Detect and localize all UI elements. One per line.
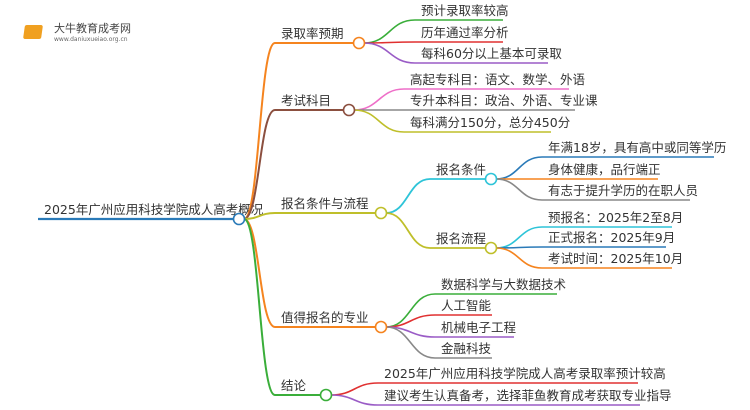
branch-1-node [352, 36, 366, 50]
branch-3-sub-1-leaf-1: 年满18岁，具有高中或同等学历 [548, 140, 726, 155]
branch-4-leaf-2: 人工智能 [441, 298, 492, 313]
branch-5-connector [243, 218, 276, 396]
branch-1: 录取率预期 [281, 26, 344, 41]
branch-2-leaf-3: 每科满分150分，总分450分 [410, 115, 570, 130]
branch-1-leaf-3-connector [363, 42, 416, 64]
branch-3-sub-1-leaf-3: 有志于提升学历的在职人员 [548, 183, 698, 198]
branch-2-leaf-3-connector [353, 109, 405, 133]
branch-4-leaf-1-connector [385, 293, 436, 328]
branch-3-sub-2-connector [385, 212, 431, 249]
branch-2-leaf-2: 专升本科目：政治、外语、专业课 [410, 93, 598, 108]
branch-4-leaf-4-connector [385, 326, 436, 359]
logo-title: 大牛教育成考网 [54, 22, 131, 35]
branch-4-node [374, 320, 388, 334]
branch-1-leaf-3: 每科60分以上基本可录取 [421, 46, 562, 61]
branch-3-sub-2-leaf-3: 考试时间：2025年10月 [548, 251, 683, 266]
branch-3-sub-2-node [484, 241, 498, 255]
branch-2-leaf-1-connector [353, 88, 405, 111]
branch-4-leaf-4: 金融科技 [441, 341, 492, 356]
branch-3-sub-1-leaf-1-connector [495, 156, 543, 180]
branch-3-sub-1-leaf-2: 身体健康，品行端正 [548, 162, 661, 177]
branch-3-sub-1: 报名条件 [436, 162, 486, 177]
branch-3-sub-2-leaf-3-connector [495, 247, 543, 269]
branch-1-leaf-1: 预计录取率较高 [421, 3, 509, 18]
logo-url: www.daniuxueiao.org.cn [54, 36, 128, 43]
branch-5: 结论 [281, 378, 307, 393]
branch-5-leaf-2: 建议考生认真备考，选择菲鱼教育成考获取专业指导 [384, 388, 672, 403]
branch-3-sub-1-connector [385, 178, 431, 214]
branch-3-connector [243, 212, 276, 220]
branch-3-sub-2-leaf-1: 预报名：2025年2至8月 [548, 210, 683, 225]
branch-3-sub-1-leaf-3-connector [495, 178, 543, 201]
branch-3-sub-1-node [484, 172, 498, 186]
branch-3-sub-2-leaf-1-connector [495, 226, 543, 249]
root-topic: 2025年广州应用科技学院成人高考概况 [44, 202, 264, 217]
branch-4: 值得报名的专业 [281, 310, 369, 325]
root-node [232, 212, 246, 226]
branch-5-leaf-2-connector [330, 394, 379, 406]
branch-3-sub-2: 报名流程 [436, 231, 487, 246]
branch-5-leaf-1: 2025年广州应用科技学院成人高考录取率预计较高 [384, 366, 666, 381]
branch-3: 报名条件与流程 [281, 196, 369, 211]
branch-2-connector [243, 109, 276, 220]
logo: 大牛教育成考网 www.daniuxueiao.org.cn [18, 16, 138, 46]
branch-3-sub-2-leaf-2: 正式报名：2025年9月 [548, 230, 675, 245]
branch-4-leaf-1: 数据科学与大数据技术 [441, 277, 567, 292]
branch-5-leaf-1-connector [330, 382, 379, 396]
branch-4-leaf-3: 机械电子工程 [441, 320, 517, 335]
branch-2-leaf-1: 高起专科目：语文、数学、外语 [410, 72, 585, 87]
branch-2-node [342, 103, 356, 117]
branch-1-leaf-1-connector [363, 19, 416, 44]
branch-1-leaf-2: 历年通过率分析 [421, 25, 509, 40]
branch-2: 考试科目 [281, 93, 331, 108]
branch-1-connector [243, 42, 276, 220]
branch-3-node [374, 206, 388, 220]
branch-5-node [319, 388, 333, 402]
